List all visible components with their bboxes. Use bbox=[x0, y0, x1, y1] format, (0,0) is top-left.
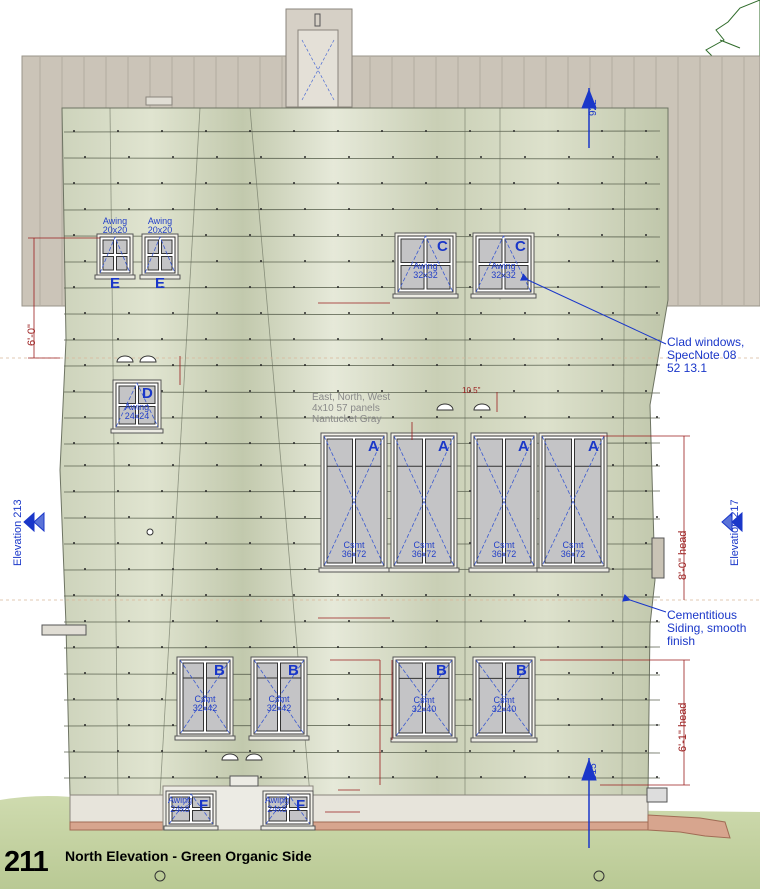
window-tag: E bbox=[110, 275, 121, 292]
drawing-number: 211 bbox=[4, 846, 49, 878]
window-tag: A bbox=[438, 438, 449, 455]
callout-line: 52 13.1 bbox=[667, 361, 708, 375]
grid-bubble bbox=[154, 870, 166, 882]
window bbox=[248, 656, 310, 741]
siding-callout: Cementitious Siding, smooth finish bbox=[667, 609, 746, 648]
dimension-head-upper: 8'-0" head bbox=[677, 530, 689, 580]
vent bbox=[145, 96, 173, 106]
window bbox=[110, 379, 164, 434]
callout-line: Cementitious bbox=[667, 608, 738, 622]
window bbox=[174, 656, 236, 741]
dimension-upper: 6'-0" bbox=[26, 324, 38, 346]
window-tag: A bbox=[588, 438, 599, 455]
window-tag: C bbox=[437, 238, 448, 255]
window bbox=[470, 232, 537, 299]
window-tag: B bbox=[436, 662, 447, 679]
dimension-small: 10.5" bbox=[462, 386, 481, 395]
grid-bubble bbox=[593, 870, 605, 882]
hose-bib bbox=[41, 624, 87, 636]
window bbox=[94, 233, 136, 280]
window-tag: C bbox=[515, 238, 526, 255]
window bbox=[388, 432, 460, 573]
window bbox=[139, 233, 181, 280]
callout-line: SpecNote 08 bbox=[667, 348, 737, 362]
fixture-dot bbox=[146, 528, 154, 536]
panels-note: East, North, West 4x10 57 panels Nantuck… bbox=[312, 392, 390, 425]
chimney bbox=[285, 8, 353, 108]
clad-windows-callout: Clad windows, SpecNote 08 52 13.1 bbox=[667, 336, 744, 375]
panels-note-line: 4x10 57 panels bbox=[312, 403, 380, 414]
panels-note-line: East, North, West bbox=[312, 392, 391, 403]
window bbox=[536, 432, 610, 573]
callout-leaders bbox=[519, 273, 667, 613]
window bbox=[260, 790, 316, 831]
window bbox=[392, 232, 459, 299]
callout-line: Clad windows, bbox=[667, 335, 745, 349]
window-tag: B bbox=[214, 662, 225, 679]
dimension-head-lower: 6'-1" head bbox=[677, 702, 689, 752]
elevation-marker-left: Elevation 213 bbox=[12, 499, 24, 566]
window-tag: B bbox=[516, 662, 527, 679]
elevation-markers bbox=[23, 88, 743, 848]
window-tag: B bbox=[288, 662, 299, 679]
window-tag: A bbox=[368, 438, 379, 455]
window bbox=[163, 790, 219, 831]
drawing-title: North Elevation - Green Organic Side bbox=[65, 848, 312, 864]
window bbox=[390, 656, 458, 743]
wall-lights bbox=[116, 355, 491, 761]
window-tag: D bbox=[142, 385, 153, 402]
window-tag: A bbox=[518, 438, 529, 455]
elevation-marker-bottom: 915 bbox=[588, 763, 599, 780]
window-tag: F bbox=[199, 797, 209, 814]
meter bbox=[651, 537, 665, 579]
window-tag: F bbox=[296, 797, 306, 814]
window bbox=[318, 432, 390, 573]
elevation-marker-top: 922 bbox=[588, 99, 599, 116]
window bbox=[470, 656, 538, 743]
window bbox=[468, 432, 540, 573]
panels-note-line: Nantucket Gray bbox=[312, 414, 382, 425]
window-tag: E bbox=[155, 275, 166, 292]
elevation-marker-right: Elevation 217 bbox=[729, 499, 741, 566]
dimension-lines bbox=[28, 237, 690, 813]
callout-line: finish bbox=[667, 634, 696, 648]
callout-line: Siding, smooth bbox=[667, 621, 747, 635]
